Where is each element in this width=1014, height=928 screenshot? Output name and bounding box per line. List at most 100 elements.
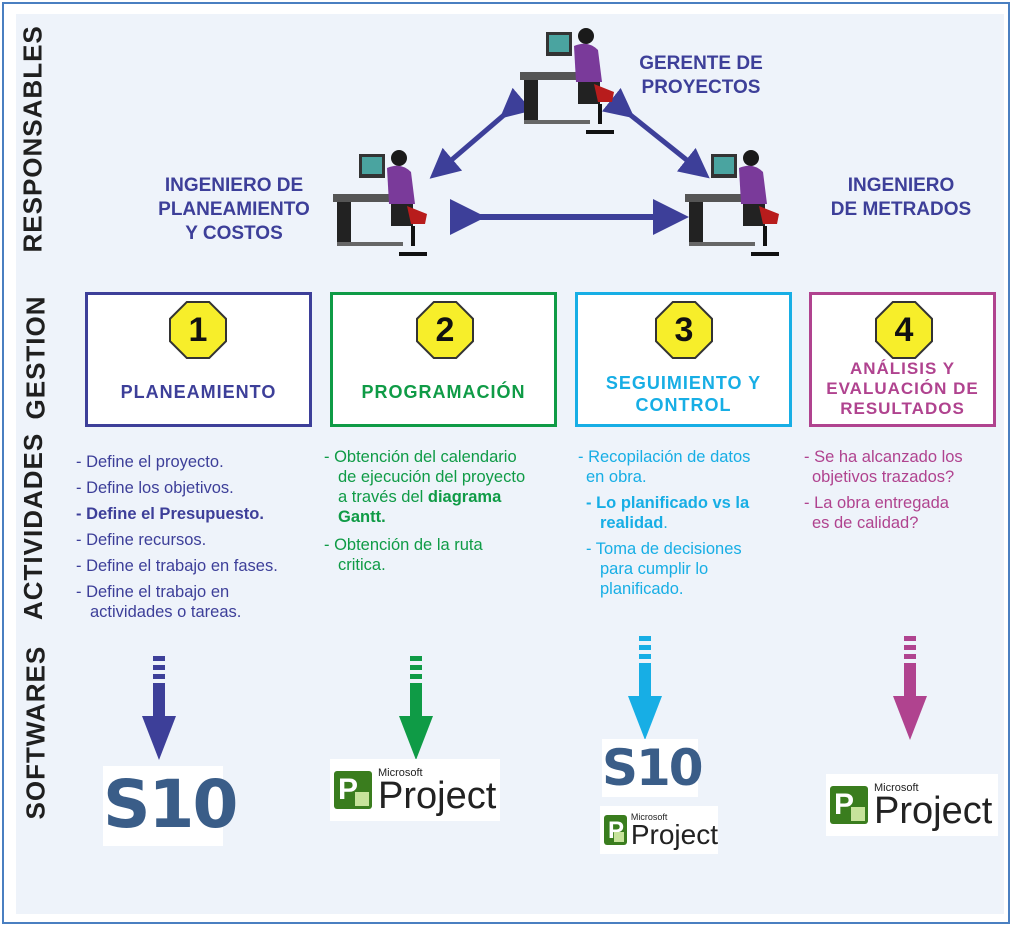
stage-title-line: RESULTADOS <box>840 399 965 418</box>
stage-title-2: PROGRAMACIÓN <box>333 381 554 403</box>
ms-project-name: Project <box>630 819 718 850</box>
ms-project-maker: Microsoft <box>378 767 423 779</box>
activity-item: - Define el trabajo en fases. <box>76 557 278 575</box>
activity-bold: Gantt. <box>338 508 386 526</box>
activity-text: objetivos trazados? <box>812 468 955 486</box>
ms-project-icon: P <box>334 771 372 809</box>
octagon-badge-fill <box>657 303 711 357</box>
ms-project-name: Project <box>874 790 993 832</box>
worker-computer-icon <box>333 150 427 256</box>
activity-item: para cumplir lo <box>578 559 798 579</box>
worker-computer-icon <box>685 150 779 256</box>
ms-project-logo: P Microsoft Project <box>826 774 998 836</box>
worker-computer-icon <box>520 28 614 134</box>
activity-text: - La obra entregada <box>804 494 949 512</box>
activity-text: critica. <box>338 556 386 574</box>
s10-logo: S10 <box>103 766 238 846</box>
stage-number: 3 <box>674 311 694 349</box>
role-gerente-proyectos: GERENTE DE PROYECTOS <box>621 52 781 100</box>
activity-text: - Toma de decisiones <box>586 540 742 558</box>
ms-project-icon: P <box>830 786 868 824</box>
stage-box-3 <box>575 292 792 427</box>
activities-col-1: - Define el proyecto. - Define los objet… <box>76 452 336 628</box>
activity-bold: realidad <box>600 514 664 532</box>
row-label-softwares: SOFTWARES <box>20 645 51 820</box>
role-line: PROYECTOS <box>641 77 761 98</box>
activity-item: a través del diagrama <box>324 487 574 507</box>
s10-logo-text: S10 <box>602 739 704 797</box>
activity-item: Gantt. <box>324 507 574 527</box>
activity-text: - Define el trabajo en <box>76 583 230 601</box>
stage-title-1: PLANEAMIENTO <box>88 381 309 403</box>
ms-project-name: Project <box>378 775 497 817</box>
activity-text: - Recopilación de datos <box>578 448 751 466</box>
stage-title-3: SEGUIMIENTO Y CONTROL <box>578 372 789 416</box>
role-line: DE METRADOS <box>830 199 972 220</box>
ms-project-logo: P Microsoft Project <box>330 759 500 821</box>
roles-arrows <box>429 87 710 235</box>
stage-title-line: PLANEAMIENTO <box>120 382 277 402</box>
octagon-badge-fill <box>171 303 225 357</box>
activity-text: - Obtención de la ruta <box>324 536 483 554</box>
activities-col-2: - Obtención del calendario de ejecución … <box>324 447 574 581</box>
dashed-down-arrow-icon <box>142 656 176 760</box>
activity-item: es de calidad? <box>804 513 1004 533</box>
activities-col-3: - Recopilación de datos en obra. - Lo pl… <box>578 447 798 605</box>
activity-bold: diagrama <box>427 488 502 506</box>
activity-item: de ejecución del proyecto <box>324 467 574 487</box>
row-label-actividades: ACTIVIDADES <box>18 432 48 620</box>
activities-col-4: - Se ha alcanzado los objetivos trazados… <box>804 447 1004 539</box>
activity-bold: - Lo planificado vs la <box>586 494 750 512</box>
dashed-down-arrow-icon <box>628 636 662 740</box>
stage-number: 4 <box>894 311 914 349</box>
role-line: GERENTE DE <box>639 53 763 74</box>
ms-project-icon: P <box>604 815 627 845</box>
ms-project-maker: Microsoft <box>630 812 668 822</box>
stage-title-line: ANÁLISIS Y <box>849 359 956 378</box>
activity-item: objetivos trazados? <box>804 467 1004 487</box>
ms-project-maker: Microsoft <box>874 782 919 794</box>
activity-item: - Define los objetivos. <box>76 479 234 497</box>
activity-text: es de calidad? <box>812 514 919 532</box>
activity-item: - Obtención del calendario <box>324 447 574 467</box>
activity-item: critica. <box>324 555 574 575</box>
activity-item: en obra. <box>578 467 798 487</box>
stage-title-line: PROGRAMACIÓN <box>361 382 526 402</box>
activity-text: en obra. <box>586 468 647 486</box>
ms-project-logo: P Microsoft Project <box>600 806 718 854</box>
role-line: Y COSTOS <box>185 223 283 244</box>
dashed-down-arrow-icon <box>399 656 433 760</box>
activity-item: - La obra entregada <box>804 493 1004 513</box>
activity-item: - Define el Presupuesto. <box>76 505 264 523</box>
diagram-canvas: RESPONSABLES GESTION ACTIVIDADES SOFTWAR… <box>16 14 1004 914</box>
activity-item: - Lo planificado vs la <box>578 493 798 513</box>
stage-title-line: EVALUACIÓN DE <box>826 379 979 398</box>
activity-item: - Se ha alcanzado los <box>804 447 1004 467</box>
activity-text: a través del <box>338 488 424 506</box>
activity-item: - Toma de decisiones <box>578 539 798 559</box>
activity-item: - Obtención de la ruta <box>324 535 574 555</box>
s10-logo-text: S10 <box>103 766 238 843</box>
activity-text: actividades o tareas. <box>90 603 242 621</box>
role-ingeniero-planeamiento: INGENIERO DE PLANEAMIENTO Y COSTOS <box>134 174 334 246</box>
role-line: INGENIERO DE <box>164 175 304 196</box>
octagon-badge-fill <box>418 303 472 357</box>
role-ingeniero-metrados: INGENIERO DE METRADOS <box>816 174 986 222</box>
row-label-gestion: GESTION <box>20 295 51 420</box>
octagon-badge-fill <box>877 303 931 357</box>
activity-item: - Define el proyecto. <box>76 453 224 471</box>
activity-text: planificado. <box>600 580 684 598</box>
stage-title-4: ANÁLISIS Y EVALUACIÓN DE RESULTADOS <box>812 359 993 419</box>
activity-item: - Recopilación de datos <box>578 447 798 467</box>
role-line: PLANEAMIENTO <box>158 199 310 220</box>
activity-item: actividades o tareas. <box>76 602 336 622</box>
activity-text: - Obtención del calendario <box>324 448 517 466</box>
stage-box-1 <box>85 292 312 427</box>
arrow-gerente-planeamiento <box>429 87 533 179</box>
activity-item: - Define recursos. <box>76 531 207 549</box>
activity-text: de ejecución del proyecto <box>338 468 526 486</box>
activity-item: planificado. <box>578 579 798 599</box>
activity-text: para cumplir lo <box>600 560 709 578</box>
dashed-down-arrow-icon <box>893 636 927 740</box>
